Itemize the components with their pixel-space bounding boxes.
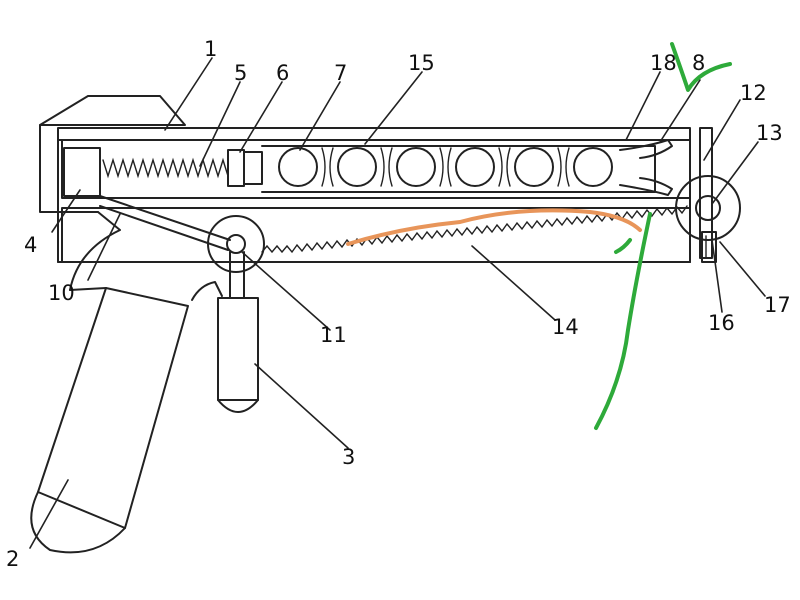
label-18: 18 xyxy=(650,51,677,75)
label-10: 10 xyxy=(48,281,75,305)
pusher xyxy=(227,149,263,187)
green-annotation-tick xyxy=(614,238,632,254)
label-13: 13 xyxy=(756,121,783,145)
label-5: 5 xyxy=(234,61,247,85)
green-annotation-line xyxy=(594,212,652,430)
label-16: 16 xyxy=(708,311,735,335)
label-15: 15 xyxy=(408,51,435,75)
part-labels: 1 2 3 4 5 6 7 8 10 11 12 13 14 15 16 17 … xyxy=(6,37,791,571)
trigger xyxy=(207,215,265,413)
label-1: 1 xyxy=(204,37,217,61)
hand-annotations xyxy=(346,42,732,430)
label-3: 3 xyxy=(342,445,355,469)
tension-spring xyxy=(261,205,688,254)
inner-barrel xyxy=(61,139,691,263)
label-2: 2 xyxy=(6,547,19,571)
label-6: 6 xyxy=(276,61,289,85)
green-annotation-checkmark xyxy=(670,42,732,92)
push-link xyxy=(99,195,231,251)
label-17: 17 xyxy=(764,293,791,317)
label-7: 7 xyxy=(334,61,347,85)
label-12: 12 xyxy=(740,81,767,105)
rear-block xyxy=(63,147,101,197)
compression-spring xyxy=(102,157,229,179)
handle xyxy=(30,211,223,554)
label-14: 14 xyxy=(552,315,579,339)
front-wheel xyxy=(675,127,741,263)
leader-lines xyxy=(29,57,766,549)
label-8: 8 xyxy=(692,51,705,75)
label-4: 4 xyxy=(24,233,37,257)
label-11: 11 xyxy=(320,323,347,347)
clip-chain xyxy=(261,145,656,193)
orange-annotation-stroke xyxy=(346,208,642,246)
clip-jaws xyxy=(619,139,673,196)
